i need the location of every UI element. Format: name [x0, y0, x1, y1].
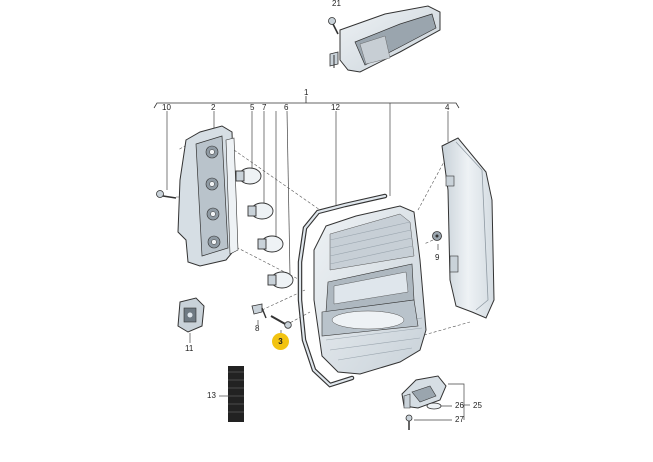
callout-13: 13	[207, 391, 216, 400]
callout-2: 2	[211, 103, 216, 112]
plate-light-25	[401, 375, 447, 409]
side-panel	[441, 137, 495, 319]
bulb-5-lower	[247, 202, 274, 220]
bulb-6	[267, 271, 294, 289]
leader-lines	[166, 103, 470, 421]
third-brake-light	[329, 5, 441, 73]
callout-11: 11	[185, 344, 194, 353]
callout-9: 9	[435, 253, 440, 262]
bulb-7	[257, 235, 284, 253]
tail-light-housing	[313, 205, 427, 375]
bulb-carrier	[177, 125, 239, 267]
callout-26: 26	[455, 401, 464, 410]
callout-12: 12	[331, 103, 340, 112]
callout-6: 6	[284, 103, 289, 112]
callout-10: 10	[162, 103, 171, 112]
callout-25: 25	[473, 401, 482, 410]
callout-27: 27	[455, 415, 464, 424]
bracket-1	[153, 96, 460, 109]
callout-21: 21	[332, 0, 341, 8]
label-strip-13	[228, 366, 244, 422]
screw-3	[270, 315, 292, 329]
screw-21	[328, 17, 339, 35]
callout-8: 8	[255, 324, 260, 333]
assembly-dashed-lines	[176, 139, 471, 336]
callout-3-highlighted: 3	[272, 333, 289, 350]
bulbs	[235, 167, 294, 289]
callout-5: 5	[250, 103, 255, 112]
callout-1: 1	[304, 88, 309, 97]
screw-10	[156, 190, 177, 199]
screw-27	[405, 414, 413, 430]
callout-4: 4	[445, 103, 450, 112]
screw-9	[432, 231, 442, 241]
bulb-5-upper	[235, 167, 262, 185]
connector-11	[177, 297, 205, 333]
screw-8	[251, 303, 267, 319]
callout-7: 7	[262, 103, 267, 112]
bulb-26	[426, 402, 442, 410]
